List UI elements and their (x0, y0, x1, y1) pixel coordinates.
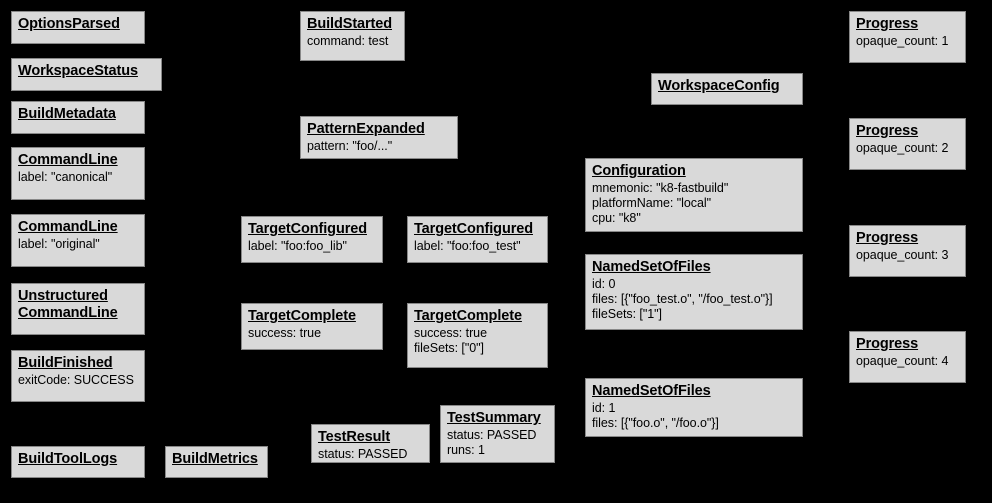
node-progress-3[interactable]: Progress opaque_count: 3 (849, 225, 966, 277)
node-title: BuildMetadata (18, 106, 116, 122)
node-field: platformName: "local" (592, 196, 711, 210)
node-build-finished[interactable]: BuildFinished exitCode: SUCCESS (11, 350, 145, 402)
node-field: opaque_count: 2 (856, 141, 949, 155)
node-fields: opaque_count: 4 (856, 354, 959, 369)
node-fields: label: "original" (18, 237, 138, 252)
node-field: opaque_count: 4 (856, 354, 949, 368)
node-title: Progress (856, 123, 919, 139)
node-build-metrics[interactable]: BuildMetrics (165, 446, 268, 478)
node-field: label: "foo:foo_test" (414, 239, 521, 253)
node-unstructured-command-line[interactable]: Unstructured CommandLine (11, 283, 145, 335)
node-field: files: [{"foo_test.o", "/foo_test.o"}] (592, 292, 773, 306)
node-title: TestResult (318, 429, 391, 445)
node-field: files: [{"foo.o", "/foo.o"}] (592, 416, 719, 430)
node-target-configured-foo-test[interactable]: TargetConfigured label: "foo:foo_test" (407, 216, 548, 263)
node-title: BuildFinished (18, 355, 113, 371)
node-field: fileSets: ["1"] (592, 307, 662, 321)
node-title: Configuration (592, 163, 686, 179)
node-progress-1[interactable]: Progress opaque_count: 1 (849, 11, 966, 63)
node-title: TestSummary (447, 410, 541, 426)
node-title: CommandLine (18, 219, 118, 235)
node-title: Progress (856, 336, 919, 352)
node-configuration[interactable]: Configuration mnemonic: "k8-fastbuild"pla… (585, 158, 803, 232)
node-workspace-status[interactable]: WorkspaceStatus (11, 58, 162, 91)
node-field: cpu: "k8" (592, 211, 641, 225)
node-field: status: PASSED (447, 428, 537, 442)
node-field: fileSets: ["0"] (414, 341, 484, 355)
node-title: OptionsParsed (18, 16, 120, 32)
node-build-metadata[interactable]: BuildMetadata (11, 101, 145, 134)
node-progress-4[interactable]: Progress opaque_count: 4 (849, 331, 966, 383)
node-field: label: "original" (18, 237, 100, 251)
node-target-configured-foo-lib[interactable]: TargetConfigured label: "foo:foo_lib" (241, 216, 383, 263)
node-field: label: "canonical" (18, 170, 113, 184)
node-field: opaque_count: 1 (856, 34, 949, 48)
node-title: WorkspaceStatus (18, 63, 138, 79)
node-title: PatternExpanded (307, 121, 425, 137)
node-title: Unstructured CommandLine (18, 288, 118, 321)
node-fields: exitCode: SUCCESS (18, 373, 138, 388)
node-title: TargetConfigured (414, 221, 533, 237)
node-fields: opaque_count: 2 (856, 141, 959, 156)
node-fields: label: "canonical" (18, 170, 138, 185)
node-progress-2[interactable]: Progress opaque_count: 2 (849, 118, 966, 170)
node-fields: command: test (307, 34, 398, 49)
node-fields: opaque_count: 1 (856, 34, 959, 49)
node-command-line-canonical[interactable]: CommandLine label: "canonical" (11, 147, 145, 200)
node-target-complete-foo-lib[interactable]: TargetComplete success: true (241, 303, 383, 350)
node-fields: label: "foo:foo_lib" (248, 239, 376, 254)
node-fields: mnemonic: "k8-fastbuild"platformName: "l… (592, 181, 796, 226)
node-title: NamedSetOfFiles (592, 383, 711, 399)
node-field: success: true (248, 326, 321, 340)
node-pattern-expanded[interactable]: PatternExpanded pattern: "foo/..." (300, 116, 458, 159)
node-field: exitCode: SUCCESS (18, 373, 134, 387)
node-field: label: "foo:foo_lib" (248, 239, 347, 253)
node-title: Progress (856, 16, 919, 32)
node-field: success: true (414, 326, 487, 340)
node-fields: success: true (248, 326, 376, 341)
node-title: BuildMetrics (172, 451, 258, 467)
node-field: id: 0 (592, 277, 616, 291)
node-field: opaque_count: 3 (856, 248, 949, 262)
node-title: BuildStarted (307, 16, 393, 32)
node-command-line-original[interactable]: CommandLine label: "original" (11, 214, 145, 267)
node-title: Progress (856, 230, 919, 246)
node-field: id: 1 (592, 401, 616, 415)
node-field: pattern: "foo/..." (307, 139, 393, 153)
node-fields: pattern: "foo/..." (307, 139, 451, 154)
node-field: mnemonic: "k8-fastbuild" (592, 181, 729, 195)
node-fields: label: "foo:foo_test" (414, 239, 541, 254)
node-options-parsed[interactable]: OptionsParsed (11, 11, 145, 44)
node-fields: status: PASSED (318, 447, 423, 462)
node-build-started[interactable]: BuildStarted command: test (300, 11, 405, 61)
node-field: command: test (307, 34, 389, 48)
node-title: CommandLine (18, 152, 118, 168)
node-field: runs: 1 (447, 443, 485, 457)
node-title: TargetComplete (414, 308, 522, 324)
node-build-tool-logs[interactable]: BuildToolLogs (11, 446, 145, 478)
node-title: TargetConfigured (248, 221, 367, 237)
node-title: BuildToolLogs (18, 451, 118, 467)
node-title: WorkspaceConfig (658, 78, 780, 94)
node-field: status: PASSED (318, 447, 408, 461)
node-title: TargetComplete (248, 308, 356, 324)
node-title: NamedSetOfFiles (592, 259, 711, 275)
node-fields: opaque_count: 3 (856, 248, 959, 263)
node-workspace-config[interactable]: WorkspaceConfig (651, 73, 803, 105)
node-test-result[interactable]: TestResult status: PASSED (311, 424, 430, 463)
